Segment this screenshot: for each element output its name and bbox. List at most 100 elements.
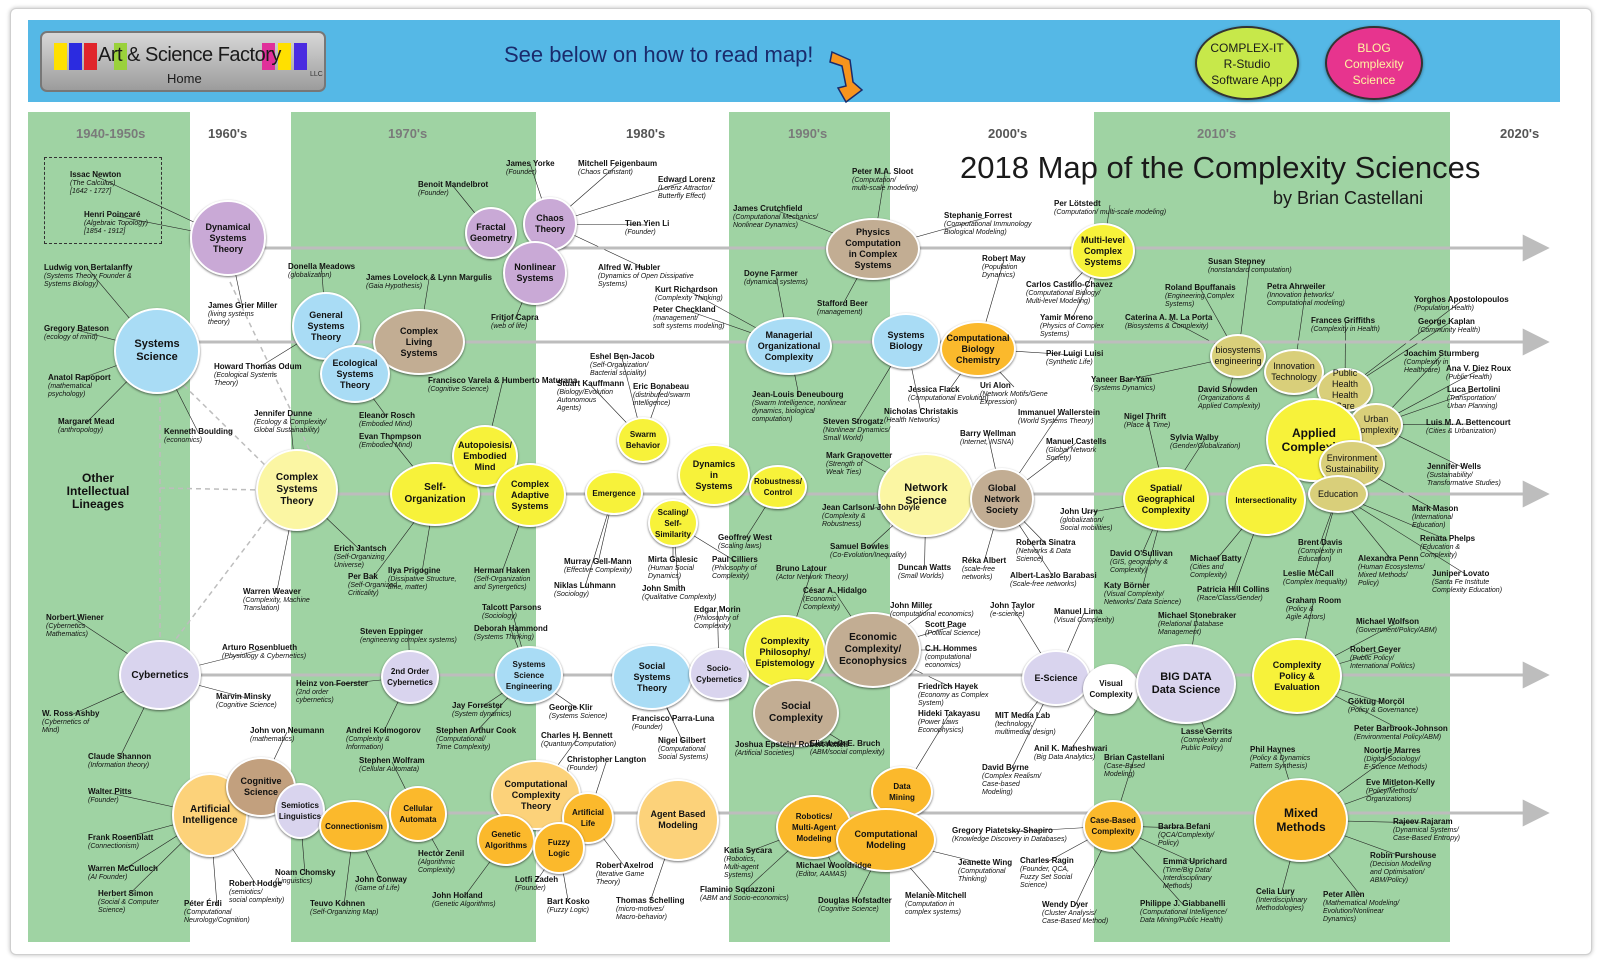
scholar-robert-axelrod[interactable]: Robert Axelrod(Iterative Game Theory)	[596, 862, 654, 887]
scholar-c-h-hommes[interactable]: C.H. Hommes(computational economics)	[925, 645, 977, 670]
scholar-anil-k-maheshwari[interactable]: Anil K. Maheshwari(Big Data Analytics)	[1034, 745, 1107, 762]
scholar-robert-hodge[interactable]: Robert Hodge(semiotics/ social complexit…	[229, 880, 284, 905]
scholar-jeanette-wing[interactable]: Jeanette Wing(Computational Thinking)	[958, 859, 1012, 884]
scholar-jean-carlson-john-doyle[interactable]: Jean Carlson/ John Doyle(Complexity & Ro…	[822, 504, 920, 529]
scholar-patricia-hill-collins[interactable]: Patricia Hill Collins(Race/Class/Gender)	[1197, 586, 1269, 603]
scholar-mirta-galesic[interactable]: Mirta Galesic(Human Social Dynamics)	[648, 556, 698, 581]
scholar-carlos-castillo-chavez[interactable]: Carlos Castillo-Chavez(Computational Bio…	[1026, 281, 1113, 306]
scholar-michael-stonebraker[interactable]: Michael Stonebraker(Relational Database …	[1158, 612, 1236, 637]
scholar-manuel-lima[interactable]: Manuel Lima(Visual Complexity)	[1054, 608, 1114, 625]
art-science-factory-home-button[interactable]: Art & Science Factory Home LLC	[40, 31, 326, 92]
scholar-nigel-gilbert[interactable]: Nigel Gilbert(Computational Social Syste…	[658, 737, 708, 762]
scholar-thomas-schelling[interactable]: Thomas Schelling(micro-motives/ Macro-be…	[616, 897, 684, 922]
scholar-ilya-prigogine[interactable]: Ilya Prigogine(Dissipative Structure, ti…	[388, 567, 456, 592]
scholar-howard-thomas-odum[interactable]: Howard Thomas Odum(Ecological Systems Th…	[214, 363, 302, 388]
scholar-peter-barbrook-johnson[interactable]: Peter Barbrook-Johnson(Environmental Pol…	[1354, 725, 1448, 742]
node-mixed[interactable]: Mixed Methods	[1254, 778, 1348, 862]
scholar-gregory-piatetsky-shapiro[interactable]: Gregory Piatetsky-Shapiro(Knowledge Disc…	[952, 827, 1067, 844]
scholar-yorghos-apostolopoulos[interactable]: Yorghos Apostolopoulos(Population Health…	[1414, 296, 1509, 313]
scholar-mark-mason[interactable]: Mark Mason(International Education)	[1412, 505, 1458, 530]
scholar-stafford-beer[interactable]: Stafford Beer(management)	[817, 300, 868, 317]
scholar-mit-media-lab[interactable]: MIT Media Lab(technology, multimedia, de…	[995, 712, 1056, 737]
scholar-phil-haynes[interactable]: Phil Haynes(Policy & Dynamics Pattern Sy…	[1250, 746, 1310, 771]
scholar-stephen-wolfram[interactable]: Stephen Wolfram(Cellular Automata)	[359, 757, 425, 774]
scholar-roberta-sinatra[interactable]: Roberta Sinatra(Networks & Data Science)	[1016, 539, 1076, 564]
scholar-stephanie-forrest[interactable]: Stephanie Forrest(Computational Immunolo…	[944, 212, 1032, 237]
scholar-david-snowden[interactable]: David Snowden(Organizations & Applied Co…	[1198, 386, 1260, 411]
scholar-mark-granovetter[interactable]: Mark Granovetter(Strength of Weak Ties)	[826, 452, 892, 477]
node-robust[interactable]: Robustness/ Control	[749, 465, 807, 509]
scholar-edgar-morin[interactable]: Edgar Morin(Philosophy of Complexity)	[694, 606, 741, 631]
scholar-luis-m-a-bettencourt[interactable]: Luis M. A. Bettencourt(Cities & Urbaniza…	[1426, 419, 1511, 436]
node-cyber2[interactable]: 2nd Order Cybernetics	[381, 650, 439, 704]
scholar-susan-stepney[interactable]: Susan Stepney(nonstandard computation)	[1208, 258, 1292, 275]
scholar-noam-chomsky[interactable]: Noam Chomsky(Linguistics)	[275, 869, 335, 886]
node-cbc[interactable]: Case-Based Complexity	[1083, 800, 1143, 852]
scholar-john-smith[interactable]: John Smith(Qualitative Complexity)	[642, 585, 716, 602]
node-cls[interactable]: Complex Living Systems	[373, 309, 465, 375]
node-nonlin[interactable]: Nonlinear Systems	[503, 241, 567, 305]
scholar-friedrich-hayek[interactable]: Friedrich Hayek(Economy as Complex Syste…	[918, 683, 988, 708]
node-scaling[interactable]: Scaling/ Self- Similarity	[648, 499, 698, 547]
scholar-evan-thompson[interactable]: Evan Thompson(Embodied Mind)	[359, 433, 421, 450]
scholar-francisco-parra-luna[interactable]: Francisco Parra-Luna(Founder)	[632, 715, 714, 732]
scholar-claude-shannon[interactable]: Claude Shannon(Information theory)	[88, 753, 151, 770]
scholar-eric-bonabeau[interactable]: Eric Bonabeau(distributed/swarm intellig…	[633, 383, 690, 408]
scholar-tien-yien-li[interactable]: Tien Yien Li(Founder)	[625, 220, 669, 237]
scholar-alexandra-penn[interactable]: Alexandra Penn(Human Ecosystems/ Mixed M…	[1358, 555, 1425, 588]
scholar-warren-mcculloch[interactable]: Warren McCulloch(AI Founder)	[88, 865, 158, 882]
node-bioeng[interactable]: biosystems engineering	[1210, 334, 1266, 378]
scholar-bart-kosko[interactable]: Bart Kosko(Fuzzy Logic)	[547, 898, 590, 915]
scholar-hideki-takayasu[interactable]: Hideki Takayasu(Power Laws Econophysics)	[918, 710, 980, 735]
scholar-benoit-mandelbrot[interactable]: Benoit Mandelbrot(Founder)	[418, 181, 488, 198]
scholar-eleanor-rosch[interactable]: Eleanor Rosch(Embodied Mind)	[359, 412, 415, 429]
node-abm[interactable]: Agent Based Modeling	[637, 779, 719, 861]
scholar-melanie-mitchell[interactable]: Melanie Mitchell(Computation in complex …	[905, 892, 966, 917]
scholar-mitchell-feigenbaum[interactable]: Mitchell Feigenbaum(Chaos Constant)	[578, 160, 657, 177]
scholar-talcott-parsons[interactable]: Talcott Parsons(Sociology)	[482, 604, 541, 621]
scholar-barbra-befani[interactable]: Barbra Befani(QCA/Complexity/ Policy)	[1158, 823, 1214, 848]
scholar-charles-h-bennett[interactable]: Charles H. Bennett(Quantum Computation)	[541, 732, 616, 749]
node-innov[interactable]: Innovation Technology	[1264, 349, 1324, 395]
scholar-marvin-minsky[interactable]: Marvin Minsky(Cognitive Science)	[216, 693, 277, 710]
scholar-joshua-epstein-robert-axtell[interactable]: Joshua Epstein/ Robert Axtell(Artificial…	[735, 741, 848, 758]
scholar-george-kaplan[interactable]: George Kaplan(Community Health)	[1418, 318, 1480, 335]
blog-button[interactable]: BLOG Complexity Science	[1325, 26, 1423, 100]
scholar-noortje-marres[interactable]: Noortje Marres(Digital Sociology/ E-Scie…	[1364, 747, 1427, 772]
scholar-john-holland[interactable]: John Holland(Genetic Algorithms)	[432, 892, 496, 909]
node-escience[interactable]: E-Science	[1022, 650, 1090, 706]
scholar-juniper-lovato[interactable]: Juniper Lovato(Santa Fe Institute Comple…	[1432, 570, 1502, 595]
node-compmod[interactable]: Computational Modeling	[836, 808, 936, 872]
scholar-francisco-varela-humberto-maturana[interactable]: Francisco Varela & Humberto Maturana(Cog…	[428, 377, 577, 394]
scholar-immanuel-wallerstein[interactable]: Immanuel Wallerstein(World Systems Theor…	[1018, 409, 1100, 426]
scholar-robin-purshouse[interactable]: Robin Purshouse(Decision Modelling and O…	[1370, 852, 1436, 885]
scholar-warren-weaver[interactable]: Warren Weaver(Complexity, Machine Transl…	[243, 588, 310, 613]
scholar-david-byrne[interactable]: David Byrne(Complex Realism/ Case-based …	[982, 764, 1041, 797]
scholar-norbert-wiener[interactable]: Norbert Wiener(Cybernetics Mathematics)	[46, 614, 104, 639]
scholar-edward-lorenz[interactable]: Edward Lorenz(Lorenz Attractor/ Butterfl…	[658, 176, 715, 201]
scholar-pier-luigi-luisi[interactable]: Pier Luigi Luisi(Synthetic Life)	[1046, 350, 1103, 367]
scholar-jennifer-dunne[interactable]: Jennifer Dunne(Ecology & Complexity/ Glo…	[254, 410, 326, 435]
scholar-walter-pitts[interactable]: Walter Pitts(Founder)	[88, 788, 132, 805]
node-policy[interactable]: Complexity Policy & Evaluation	[1252, 638, 1342, 714]
node-dynsys[interactable]: Dynamics in Systems	[678, 444, 750, 506]
node-sst[interactable]: Social Systems Theory	[612, 644, 692, 710]
node-fuzzy[interactable]: Fuzzy Logic	[533, 822, 585, 874]
scholar-douglas-hofstadter[interactable]: Douglas Hofstadter(Cognitive Science)	[818, 897, 892, 914]
scholar-c-sar-a-hidalgo[interactable]: César A. Hidalgo(Economic Complexity)	[803, 587, 867, 612]
scholar-george-klir[interactable]: George Klir(Systems Science)	[549, 704, 607, 721]
scholar-albert-laszlo-barabasi[interactable]: Albert-Laszlo Barabasi(Scale-free networ…	[1010, 572, 1097, 589]
node-emerg[interactable]: Emergence	[585, 471, 643, 515]
scholar-sylvia-walby[interactable]: Sylvia Walby(Gender/Globalization)	[1170, 434, 1240, 451]
scholar-barry-wellman[interactable]: Barry Wellman(Internet, INSNA)	[960, 430, 1016, 447]
node-multilevel[interactable]: Multi-level Complex Systems	[1071, 223, 1135, 279]
scholar-jay-forrester[interactable]: Jay Forrester(System dynamics)	[452, 702, 512, 719]
scholar-gregory-bateson[interactable]: Gregory Bateson(ecology of mind)	[44, 325, 109, 342]
scholar-david-o-sullivan[interactable]: David O'Sullivan(GIS, geography & Comple…	[1110, 550, 1173, 575]
read-map-link[interactable]: See below on how to read map!	[504, 42, 814, 67]
scholar-frank-rosenblatt[interactable]: Frank Rosenblatt(Connectionism)	[88, 834, 153, 851]
scholar-fritjof-capra[interactable]: Fritjof Capra(web of life)	[491, 314, 539, 331]
scholar-peter-m-a-sloot[interactable]: Peter M.A. Sloot(Computation/ multi-scal…	[852, 168, 918, 193]
node-connect[interactable]: Connectionism	[319, 800, 389, 852]
scholar-peter-allen[interactable]: Peter Allen(Mathematical Modeling/ Evolu…	[1323, 891, 1399, 924]
